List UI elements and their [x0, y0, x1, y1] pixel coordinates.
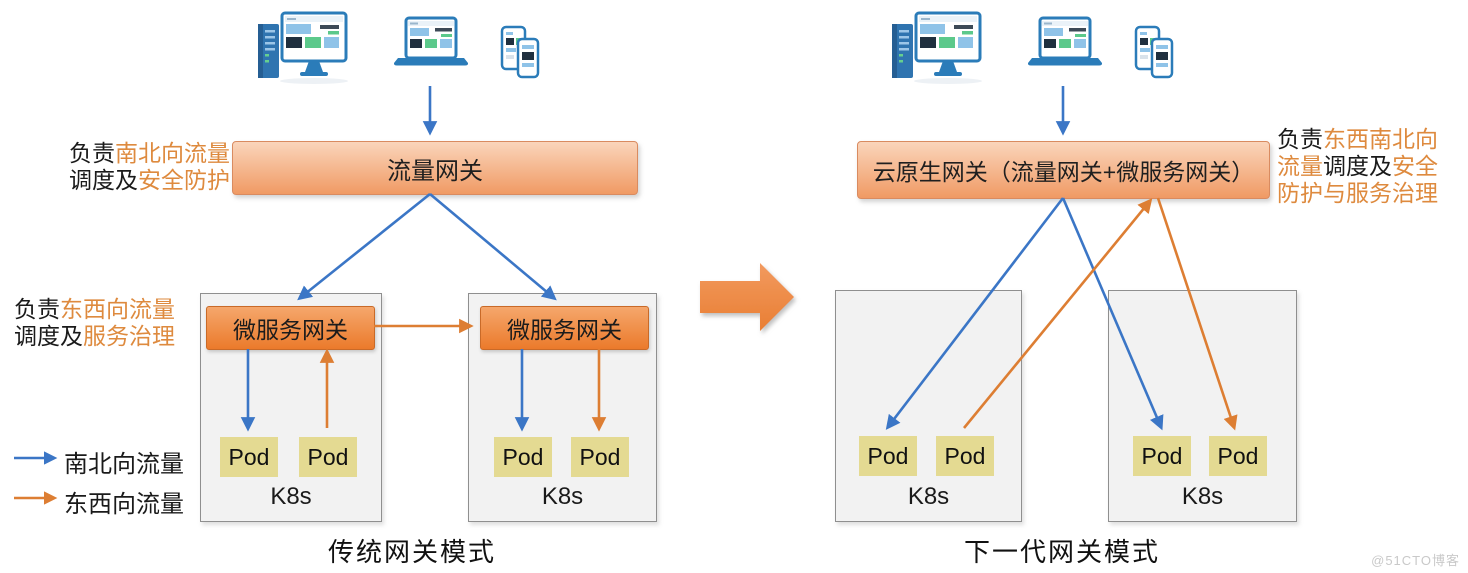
note-r-orange2: 流量: [1277, 153, 1323, 179]
note-ew-dark2: 调度及: [14, 323, 83, 349]
note-east-west: 负责东西向流量 调度及服务治理: [14, 296, 214, 350]
note-r-dark1: 负责: [1277, 126, 1323, 152]
note-ew-orange2: 服务治理: [83, 323, 175, 349]
pod-box: Pod: [571, 437, 629, 477]
k8s-label: K8s: [541, 483, 584, 510]
pod-box: Pod: [859, 436, 917, 476]
microservice-gateway-label: 微服务网关: [507, 317, 622, 343]
pod-label: Pod: [579, 443, 621, 470]
legend-north-south-label: 南北向流量: [64, 451, 184, 478]
cloud-native-gateway-label: 云原生网关（流量网关+微服务网关）: [872, 159, 1255, 185]
note-r-orange3: 安全: [1392, 153, 1438, 179]
pod-box: Pod: [220, 437, 278, 477]
note-right: 负责东西南北向 流量调度及安全 防护与服务治理: [1277, 126, 1468, 207]
watermark: @51CTO博客: [1371, 553, 1460, 568]
arrow-gateway-to-msgw1: [297, 192, 431, 301]
pod-box: Pod: [936, 436, 994, 476]
k8s-label: K8s: [907, 483, 950, 510]
pod-label: Pod: [1141, 442, 1183, 469]
note-ns-dark1: 负责: [69, 140, 115, 166]
pod-box: Pod: [1209, 436, 1267, 476]
note-r-dark2: 调度及: [1323, 153, 1392, 179]
microservice-gateway-box-1: 微服务网关: [206, 306, 375, 350]
arrow-gateway-to-msgw2: [429, 193, 557, 301]
client-devices-right: [890, 8, 1182, 86]
k8s-label: K8s: [1181, 483, 1224, 510]
note-r-orange4: 防护与服务治理: [1277, 180, 1438, 206]
k8s-cluster-left-2: 微服务网关 Pod Pod K8s: [468, 293, 657, 522]
note-r-orange1: 东西南北向: [1323, 126, 1438, 152]
microservice-gateway-box-2: 微服务网关: [480, 306, 649, 350]
traffic-gateway-box: 流量网关: [232, 141, 638, 195]
legend-east-west-label: 东西向流量: [64, 491, 184, 518]
pod-box: Pod: [299, 437, 357, 477]
k8s-label: K8s: [270, 483, 312, 510]
pod-label: Pod: [228, 443, 270, 470]
note-ns-orange2: 安全防护: [138, 167, 230, 193]
pod-label: Pod: [867, 442, 909, 469]
big-right-arrow: [700, 263, 794, 331]
pod-label: Pod: [1217, 442, 1259, 469]
pod-box: Pod: [494, 437, 552, 477]
note-ns-orange1: 南北向流量: [115, 140, 230, 166]
right-caption: 下一代网关模式: [963, 537, 1160, 567]
traffic-gateway-label: 流量网关: [387, 157, 483, 185]
note-ew-dark1: 负责: [14, 296, 60, 322]
microservice-gateway-label: 微服务网关: [233, 317, 348, 343]
pod-label: Pod: [944, 442, 986, 469]
note-ew-orange1: 东西向流量: [60, 296, 175, 322]
k8s-cluster-left-1: 微服务网关 Pod Pod K8s: [200, 293, 382, 522]
cloud-native-gateway-box: 云原生网关（流量网关+微服务网关）: [857, 141, 1270, 199]
note-ns-dark2: 调度及: [69, 167, 138, 193]
left-caption: 传统网关模式: [327, 537, 496, 567]
client-devices-left: [256, 8, 548, 86]
pod-box: Pod: [1133, 436, 1191, 476]
pod-label: Pod: [502, 443, 544, 470]
note-north-south: 负责南北向流量 调度及安全防护: [5, 140, 230, 194]
pod-label: Pod: [307, 443, 349, 470]
k8s-cluster-right-2: Pod Pod K8s: [1108, 290, 1297, 522]
k8s-cluster-right-1: Pod Pod K8s: [835, 290, 1022, 522]
